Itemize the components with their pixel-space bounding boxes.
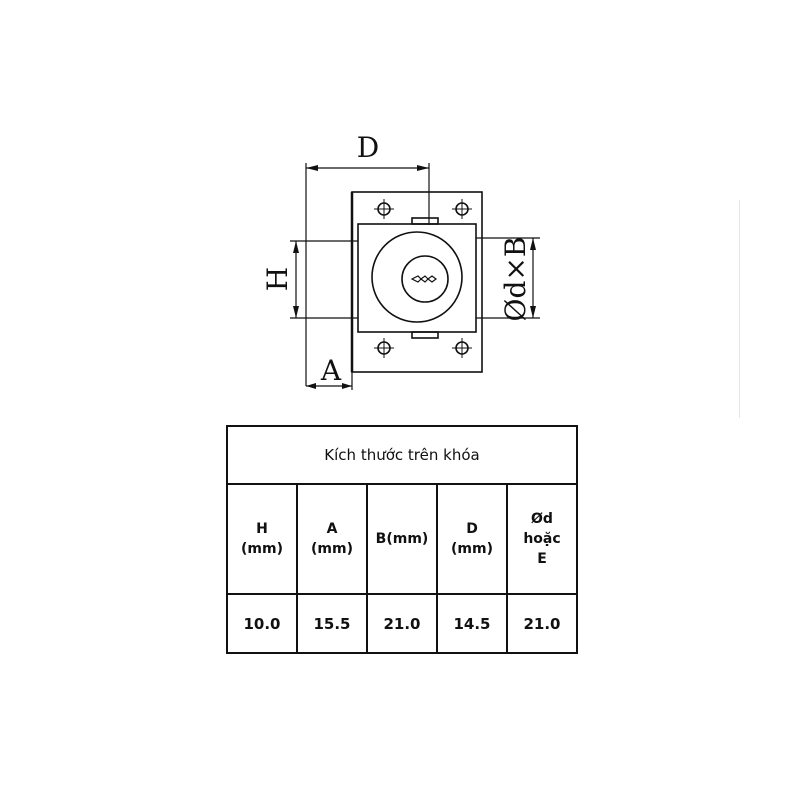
cylinder-outer [371,231,463,323]
edge-line [739,200,740,418]
dim-label-h: H [261,267,294,291]
keyway [410,275,437,283]
cylinder-inner [401,255,449,303]
dim-label-a: A [320,354,342,387]
bolt-tab-bottom [411,331,439,339]
header-b: B(mm) [366,483,438,595]
value-od-e: 21.0 [506,593,578,654]
header-d: D (mm) [436,483,508,595]
dimension-table: Kích thước trên khóa H (mm) A (mm) B(mm)… [226,425,578,654]
value-d: 14.5 [436,593,508,654]
value-b: 21.0 [366,593,438,654]
table-value-row: 10.0 15.5 21.0 14.5 21.0 [226,593,578,654]
screw-hole-top-right [452,199,472,219]
header-h: H (mm) [226,483,298,595]
table-title-row: Kích thước trên khóa [226,425,578,485]
screw-hole-bottom-right [452,338,472,358]
table-title: Kích thước trên khóa [226,425,578,485]
bolt-tab-top [411,217,439,225]
dim-label-d: D [357,131,379,164]
screw-hole-top-left [374,199,394,219]
lock-technical-drawing: D H A Ød×B [261,131,540,390]
dim-label-b: Ød×B [499,237,532,322]
table-header-row: H (mm) A (mm) B(mm) D (mm) Ød hoặc E [226,483,578,595]
lock-body [357,223,477,333]
screw-hole-bottom-left [374,338,394,358]
header-a: A (mm) [296,483,368,595]
header-od-e: Ød hoặc E [506,483,578,595]
value-a: 15.5 [296,593,368,654]
value-h: 10.0 [226,593,298,654]
